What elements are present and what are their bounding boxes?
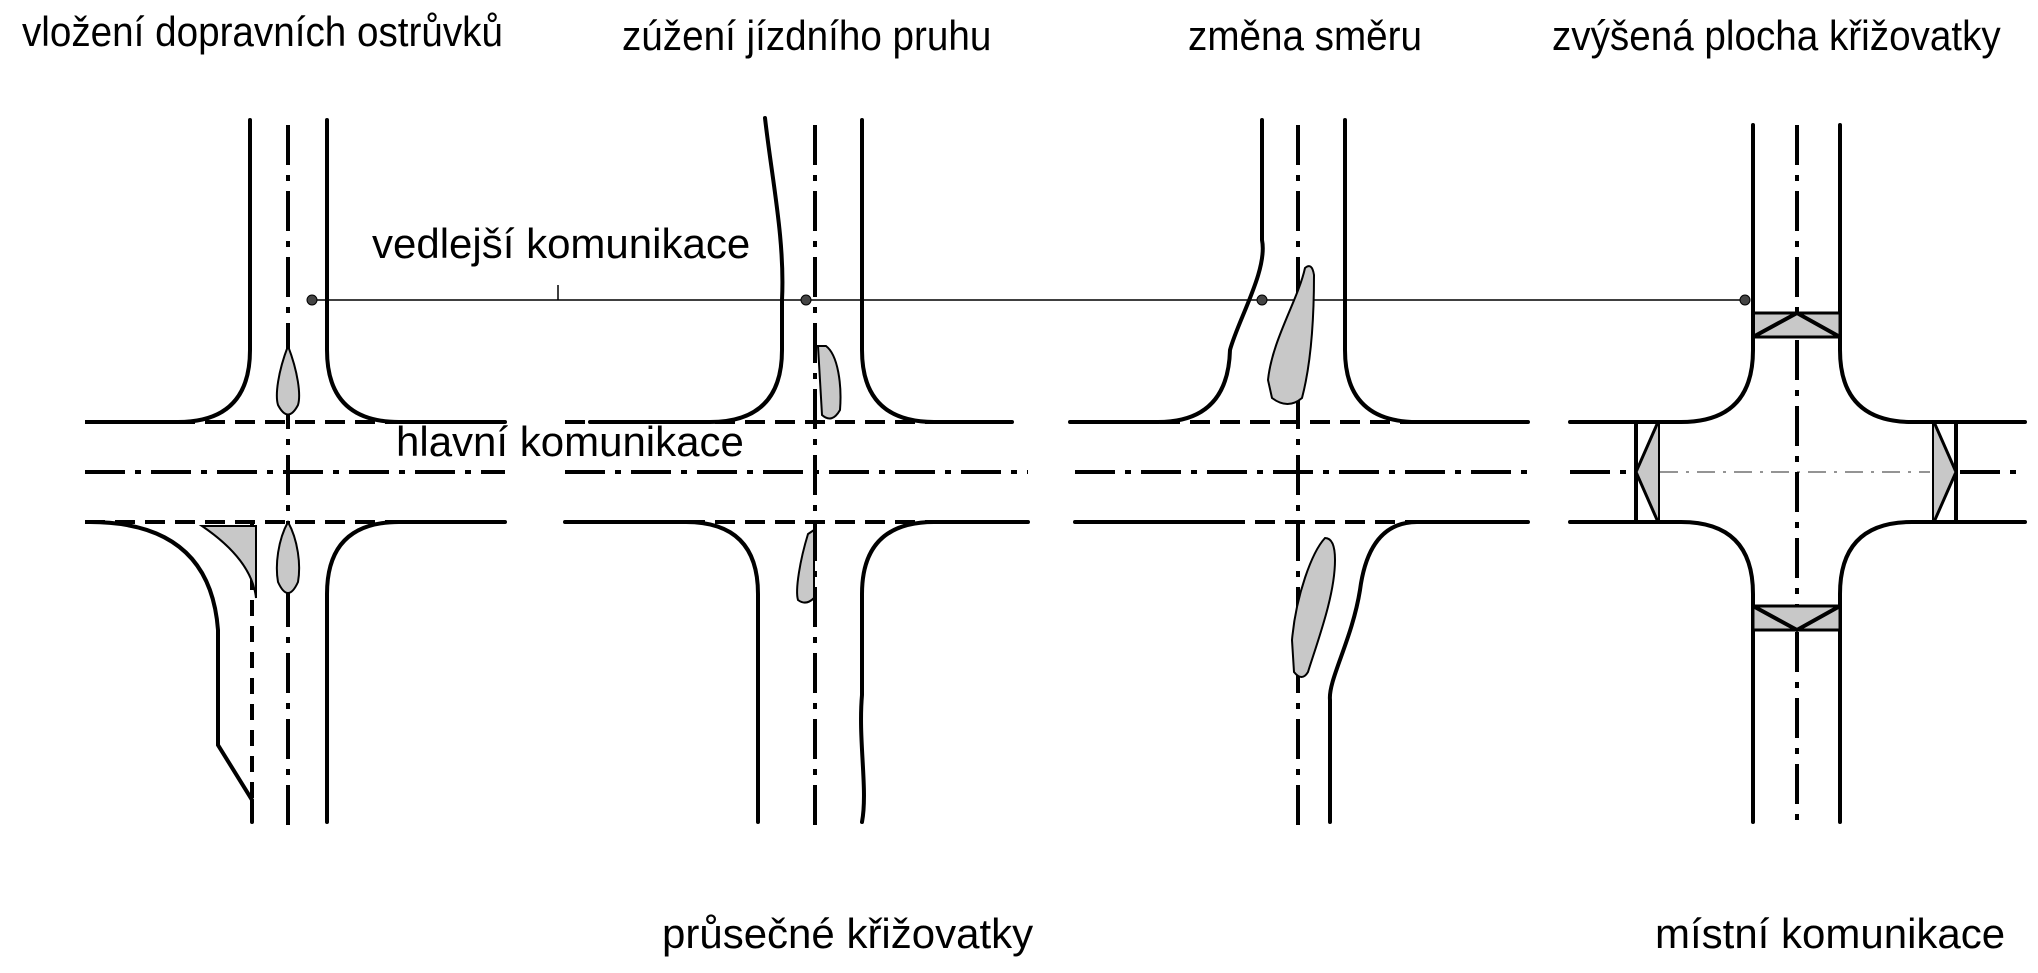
title-narrowing: zúžení jízdního pruhu — [622, 11, 991, 59]
leader-markers — [306, 294, 1751, 306]
title-deflection: změna směru — [1188, 11, 1422, 59]
intersection-narrowing — [563, 116, 1030, 825]
label-secondary-road: vedlejší komunikace — [372, 220, 750, 267]
ramp-left — [1634, 420, 1660, 524]
intersection-deflection — [1068, 118, 1530, 825]
ramp-bottom — [1751, 604, 1842, 633]
label-local-road: místní komunikace — [1655, 910, 2005, 957]
ramp-right — [1932, 420, 1958, 524]
title-islands: vložení dopravních ostrůvků — [22, 7, 503, 55]
title-raised: zvýšená plocha křižovatky — [1552, 11, 2002, 59]
label-main-road: hlavní komunikace — [396, 418, 744, 465]
ramp-top — [1751, 310, 1842, 339]
intersection-islands — [85, 118, 507, 825]
label-intersections: průsečné křižovatky — [662, 910, 1033, 957]
intersection-raised — [1568, 123, 2027, 825]
secondary-road-leader — [310, 285, 1745, 301]
